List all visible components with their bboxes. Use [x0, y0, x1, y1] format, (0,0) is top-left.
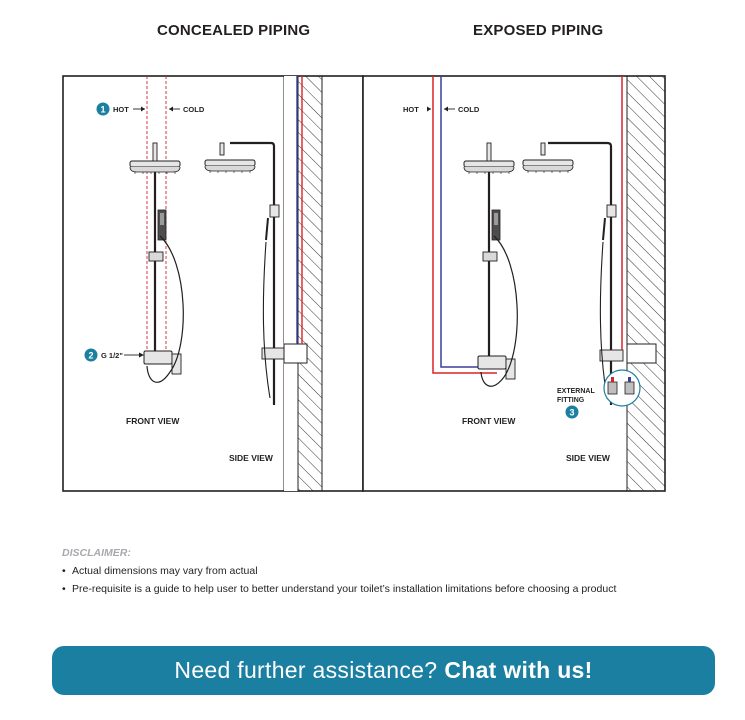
- fitting-nut-icon: [624, 381, 635, 395]
- callout-badge-icon: [565, 405, 579, 419]
- callout-badge-icon: [96, 102, 110, 116]
- hot-arrow-icon: [141, 106, 145, 112]
- hot-arrow-icon: [427, 106, 431, 112]
- cold-label: COLD: [458, 105, 480, 114]
- fitting-nut-icon: [607, 381, 618, 395]
- cold-arrow-icon: [169, 106, 173, 112]
- cta-bold-text: Chat with us!: [444, 657, 593, 683]
- callout-3: 3: [569, 408, 574, 418]
- side-view-label: SIDE VIEW: [566, 453, 611, 463]
- bullet: •: [62, 565, 66, 577]
- front-view-shower: [129, 142, 184, 383]
- disclaimer-item: • Actual dimensions may vary from actual: [62, 565, 616, 577]
- front-view-label: FRONT VIEW: [462, 416, 516, 426]
- installation-diagram: 1 HOT COLD 2 G 1/2" FRONT VIEW: [62, 75, 666, 492]
- cta-text: Need further assistance?: [174, 657, 438, 683]
- side-view-label: SIDE VIEW: [229, 453, 274, 463]
- hot-label: HOT: [403, 105, 419, 114]
- concealed-piping-heading: CONCEALED PIPING: [157, 22, 311, 39]
- chat-with-us-button[interactable]: Need further assistance?Chat with us!: [52, 646, 715, 695]
- exposed-piping-heading: EXPOSED PIPING: [473, 22, 604, 39]
- disclaimer-item-text: Actual dimensions may vary from actual: [72, 565, 258, 577]
- cold-arrow-icon: [444, 106, 448, 112]
- disclaimer-item-text: Pre-requisite is a guide to help user to…: [72, 583, 617, 595]
- disclaimer-title: DISCLAIMER:: [62, 547, 131, 559]
- external-fitting-label: EXTERNAL: [557, 388, 595, 395]
- callout-1: 1: [100, 105, 105, 115]
- thread-size-label: G 1/2": [101, 351, 123, 360]
- concealed-panel: 1 HOT COLD 2 G 1/2" FRONT VIEW: [62, 75, 364, 492]
- external-fitting-label: FITTING: [557, 397, 585, 404]
- hot-pipe: [432, 76, 497, 374]
- front-view-label: FRONT VIEW: [126, 416, 180, 426]
- disclaimer-item: • Pre-requisite is a guide to help user t…: [62, 583, 616, 595]
- hot-label: HOT: [113, 105, 129, 114]
- bullet: •: [62, 583, 66, 595]
- wall-hatching: [626, 75, 666, 492]
- disclaimer-list: •Actual dimensions may vary from actual …: [62, 565, 616, 595]
- disclaimer: DISCLAIMER: • Actual dimensions may vary …: [62, 547, 616, 601]
- exposed-panel: HOT COLD FRONT VIEW: [362, 75, 666, 492]
- cold-label: COLD: [183, 105, 205, 114]
- front-view-shower: [463, 142, 518, 387]
- side-view-shower: [204, 141, 308, 405]
- callout-2: 2: [88, 351, 93, 361]
- callout-badge-icon: [84, 348, 98, 362]
